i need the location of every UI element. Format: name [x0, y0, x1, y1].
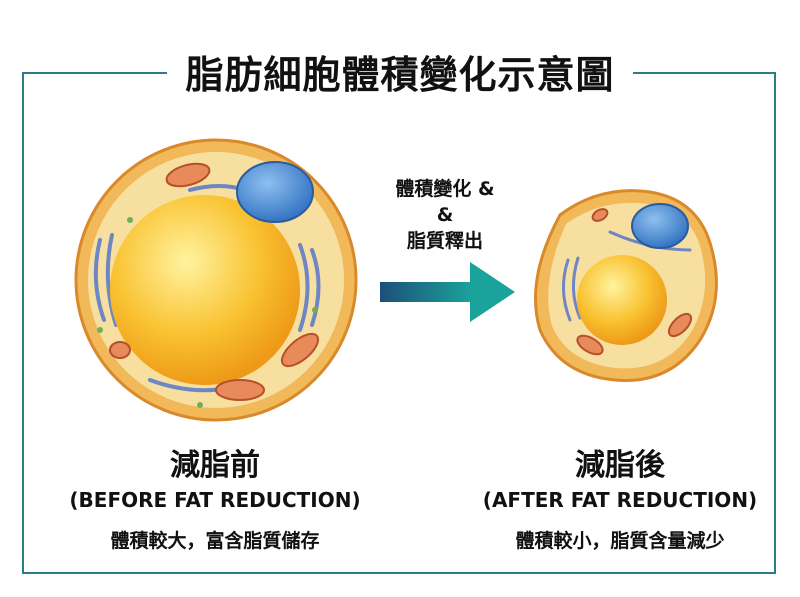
before-heading: 減脂前	[170, 448, 260, 483]
mitochondria	[109, 162, 320, 401]
before-description: 體積較大，富含脂質儲存	[110, 530, 320, 552]
large-fat-cell	[74, 138, 358, 422]
diagram-title-wrap: 脂肪細胞體積變化示意圖	[0, 44, 800, 99]
diagram-title: 脂肪細胞體積變化示意圖	[167, 53, 633, 97]
arrow-caption-line-1: 體積變化 &	[395, 178, 495, 200]
lipid-droplet	[110, 195, 300, 385]
after-description: 體積較小，脂質含量減少	[515, 530, 725, 552]
small-fat-cell	[534, 189, 718, 382]
before-caption: 減脂前 (BEFORE FAT REDUCTION) 體積較大，富含脂質儲存	[40, 440, 390, 553]
arrow-right	[380, 262, 515, 322]
arrow-caption: 體積變化 & & 脂質釋出	[370, 176, 520, 254]
arrow-caption-line-3: 脂質釋出	[406, 230, 483, 252]
nucleus	[236, 161, 314, 223]
before-english: (BEFORE FAT REDUCTION)	[69, 488, 361, 512]
after-heading: 減脂後	[575, 448, 665, 483]
arrow-caption-line-2: &	[436, 204, 454, 226]
after-caption: 減脂後 (AFTER FAT REDUCTION) 體積較小，脂質含量減少	[445, 440, 795, 553]
after-english: (AFTER FAT REDUCTION)	[482, 488, 758, 512]
